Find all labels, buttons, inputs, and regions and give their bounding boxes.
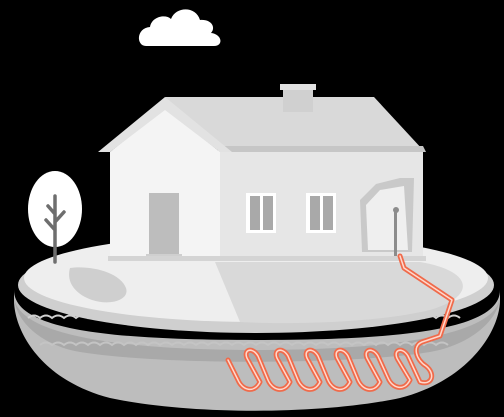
cloud-icon [139, 9, 221, 46]
tree-icon [28, 171, 82, 262]
